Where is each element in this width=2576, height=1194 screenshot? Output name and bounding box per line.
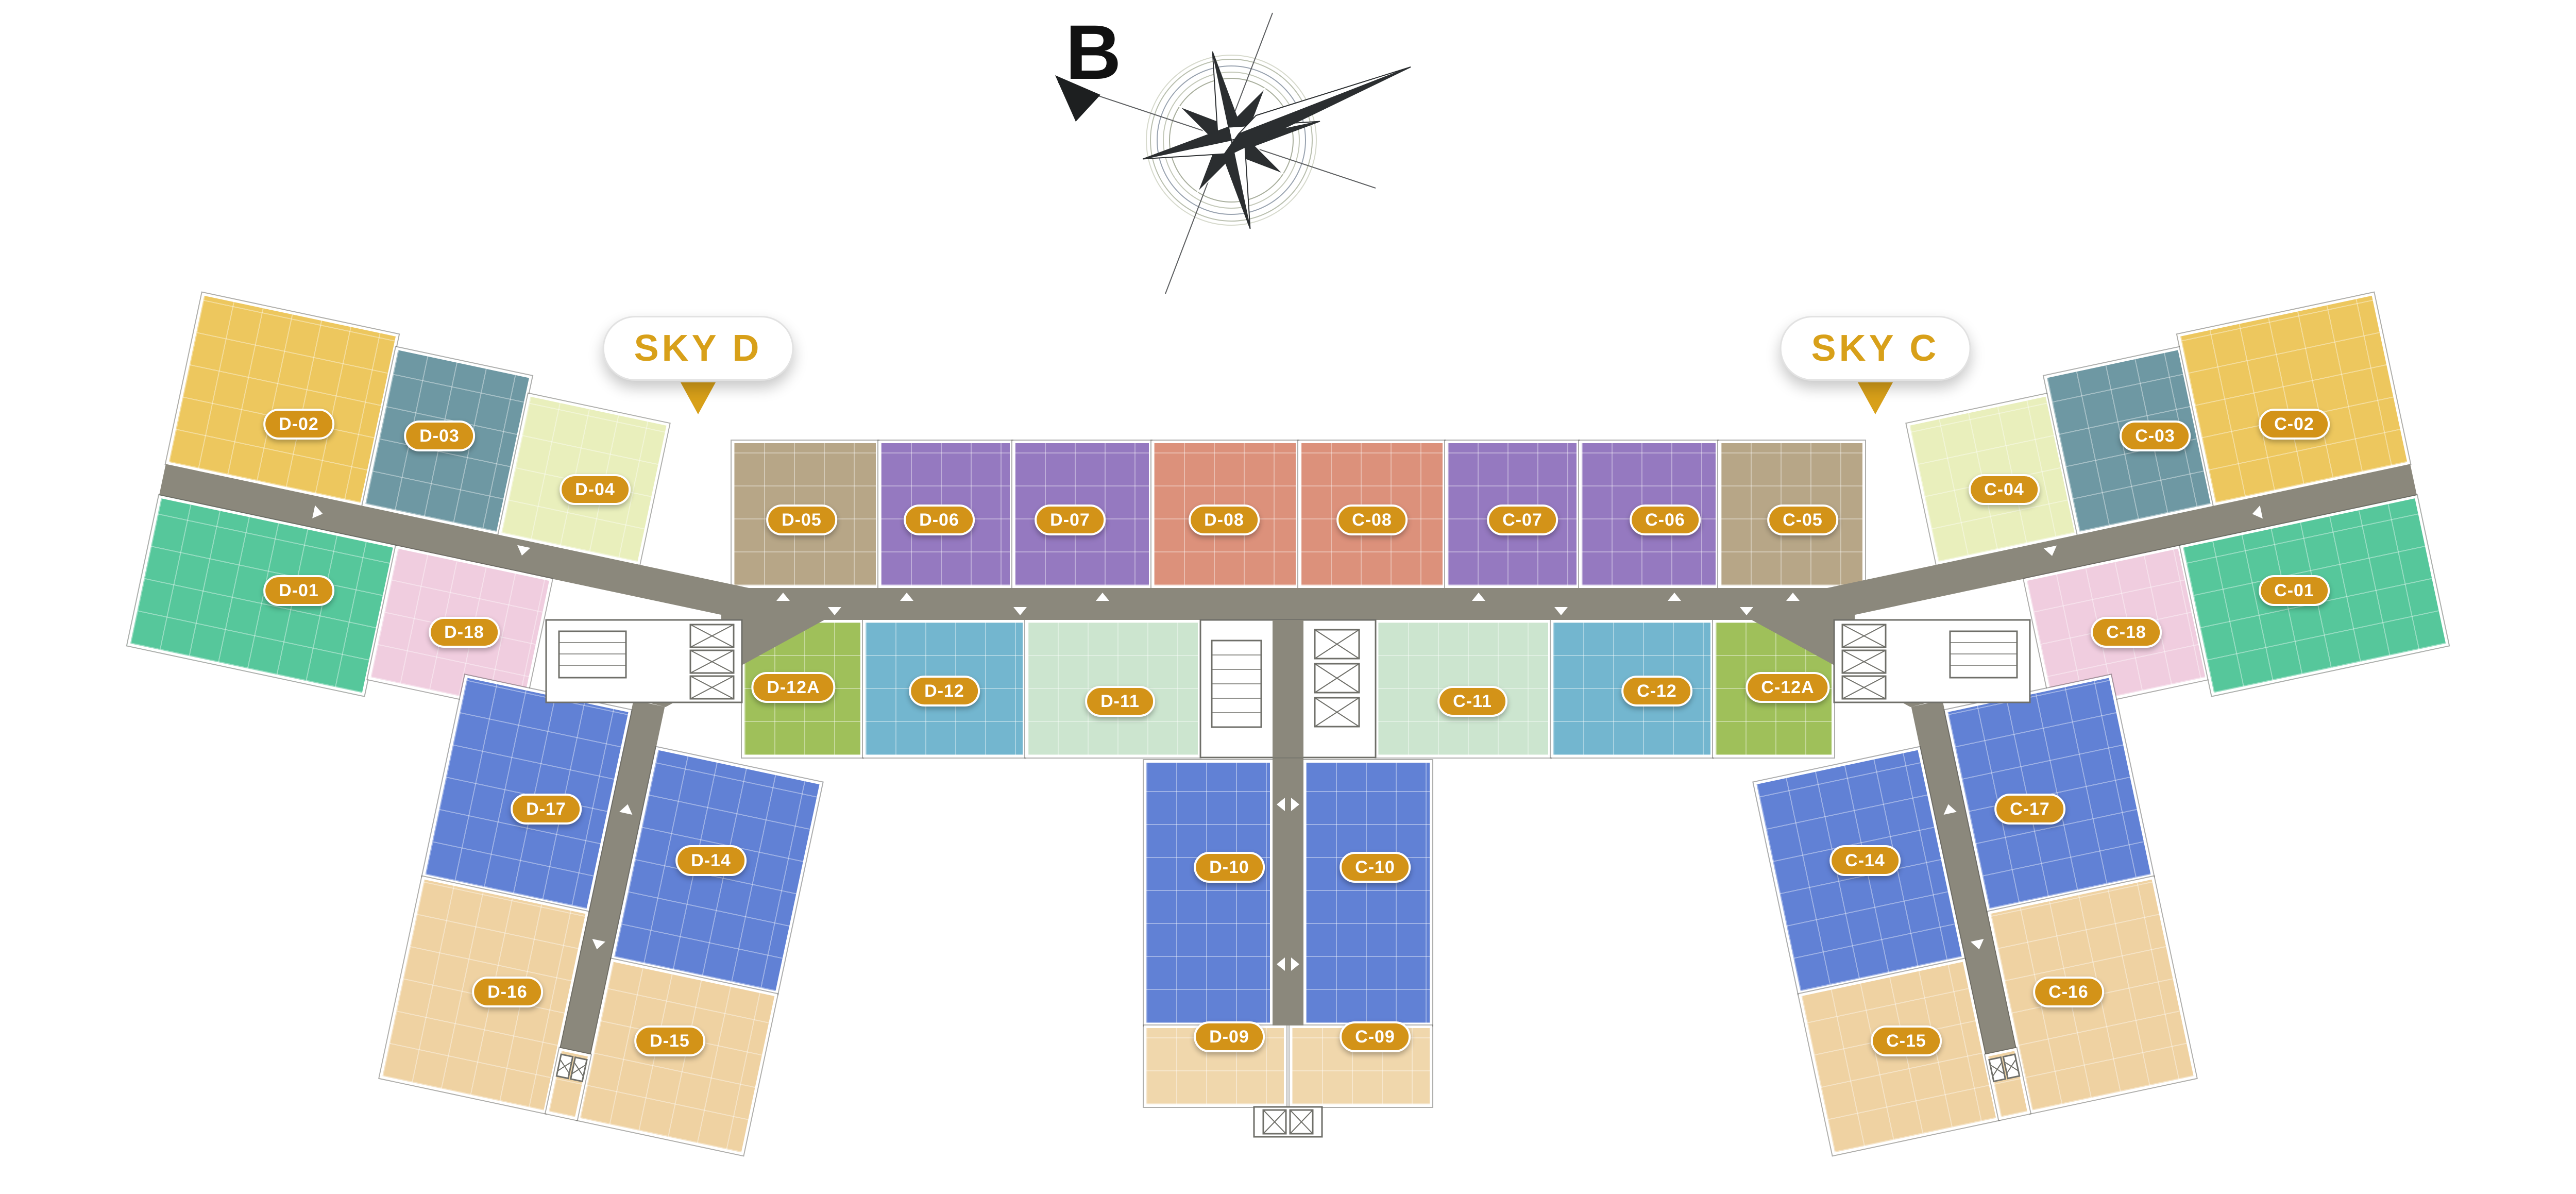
service-core-stem (1253, 1106, 1323, 1138)
unit-badge-c-10[interactable]: C-10 (1340, 852, 1411, 883)
unit-badge-d-02[interactable]: D-02 (263, 409, 334, 440)
unit-d-10[interactable] (1144, 760, 1273, 1025)
unit-d-12[interactable] (863, 620, 1025, 758)
unit-badge-d-09[interactable]: D-09 (1194, 1021, 1265, 1052)
unit-badge-c-15[interactable]: C-15 (1871, 1025, 1942, 1056)
unit-badge-d-06[interactable]: D-06 (904, 504, 975, 535)
corridor-main (721, 588, 1855, 620)
tower-label-sky-c: SKY C (1780, 316, 1971, 381)
unit-badge-c-16[interactable]: C-16 (2033, 977, 2104, 1007)
unit-c-15[interactable] (1798, 958, 1999, 1156)
unit-badge-d-05[interactable]: D-05 (766, 504, 837, 535)
unit-badge-c-04[interactable]: C-04 (1969, 474, 2040, 505)
unit-badge-c-06[interactable]: C-06 (1630, 504, 1701, 535)
unit-d-15[interactable] (577, 958, 778, 1156)
unit-badge-c-12a[interactable]: C-12A (1745, 672, 1830, 703)
unit-badge-c-14[interactable]: C-14 (1829, 845, 1901, 876)
unit-badge-d-08[interactable]: D-08 (1189, 504, 1260, 535)
unit-c-05[interactable] (1718, 441, 1865, 588)
unit-badge-d-12[interactable]: D-12 (909, 676, 980, 707)
unit-badge-d-04[interactable]: D-04 (560, 474, 631, 505)
unit-badge-d-16[interactable]: D-16 (472, 977, 543, 1007)
unit-badge-c-09[interactable]: C-09 (1340, 1021, 1411, 1052)
wing-sky-d-lower (379, 665, 831, 1156)
unit-badge-d-17[interactable]: D-17 (511, 794, 582, 825)
unit-badge-d-07[interactable]: D-07 (1035, 504, 1106, 535)
corridor-stem (1273, 620, 1303, 1025)
unit-badge-c-17[interactable]: C-17 (1994, 794, 2065, 825)
unit-badge-c-11[interactable]: C-11 (1437, 686, 1507, 717)
compass-north-label: B (1065, 9, 1122, 95)
unit-badge-d-12a[interactable]: D-12A (751, 672, 836, 703)
unit-badge-d-10[interactable]: D-10 (1194, 852, 1265, 883)
unit-d-09[interactable] (1144, 1025, 1286, 1107)
unit-badge-c-03[interactable]: C-03 (2120, 421, 2191, 451)
unit-badge-c-08[interactable]: C-08 (1336, 504, 1408, 535)
unit-badge-d-14[interactable]: D-14 (675, 845, 747, 876)
unit-badge-c-12[interactable]: C-12 (1621, 676, 1692, 707)
unit-badge-d-11[interactable]: D-11 (1085, 686, 1155, 717)
unit-badge-c-18[interactable]: C-18 (2091, 617, 2162, 648)
unit-d-06[interactable] (878, 441, 1012, 588)
unit-badge-d-18[interactable]: D-18 (429, 617, 500, 648)
unit-badge-c-02[interactable]: C-02 (2259, 409, 2330, 440)
unit-badge-d-15[interactable]: D-15 (634, 1025, 705, 1056)
tower-label-text: SKY C (1811, 328, 1940, 369)
tower-label-sky-d: SKY D (602, 316, 794, 381)
unit-c-08[interactable] (1298, 441, 1445, 588)
unit-c-10[interactable] (1303, 760, 1432, 1025)
tower-pointer-sky-d-icon (681, 382, 716, 414)
unit-badge-c-07[interactable]: C-07 (1487, 504, 1558, 535)
tower-label-text: SKY D (634, 328, 762, 369)
unit-badge-d-01[interactable]: D-01 (263, 575, 334, 606)
wing-sky-c-lower (1745, 665, 2197, 1156)
unit-badge-c-05[interactable]: C-05 (1767, 504, 1838, 535)
unit-badge-c-01[interactable]: C-01 (2259, 575, 2330, 606)
unit-badge-d-03[interactable]: D-03 (404, 421, 475, 451)
tower-pointer-sky-c-icon (1858, 382, 1893, 414)
